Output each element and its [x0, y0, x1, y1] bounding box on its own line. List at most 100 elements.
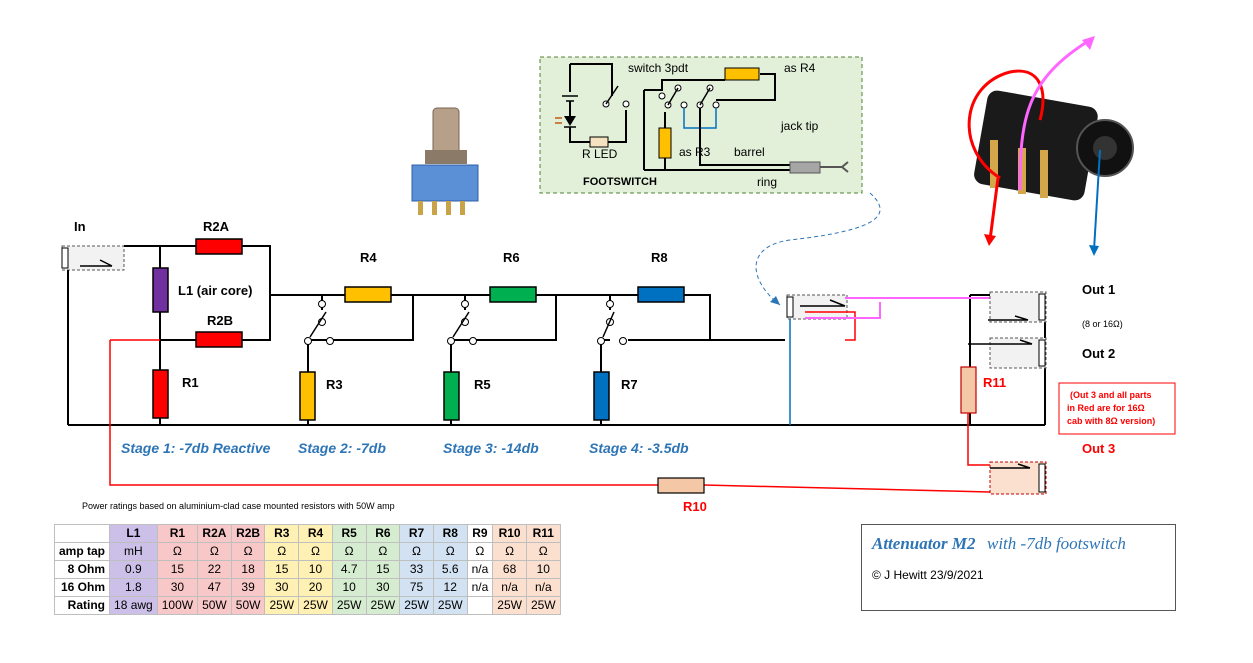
- table-cell: [53, 524, 111, 543]
- power-rating-note: Power ratings based on aluminium-clad ca…: [82, 501, 395, 511]
- table-cell: 25W: [264, 596, 300, 615]
- table-cell: 0.9: [109, 560, 158, 579]
- table-cell: 5.6: [432, 560, 468, 579]
- table-cell: Ω: [197, 542, 232, 561]
- stage-2-label: Stage 2: -7db: [298, 440, 386, 456]
- out-1-note: (8 or 16Ω): [1082, 319, 1123, 329]
- out-1-label: Out 1: [1082, 282, 1115, 297]
- table-cell: R8: [432, 524, 468, 543]
- table-cell: R2A: [197, 524, 232, 543]
- table-cell: 50W: [230, 596, 266, 615]
- table-cell: 47: [197, 578, 232, 597]
- table-cell: n/a: [525, 578, 561, 597]
- table-cell: R11: [525, 524, 561, 543]
- table-cell: Ω: [331, 542, 367, 561]
- switch-3pdt-label: switch 3pdt: [628, 61, 689, 75]
- table-cell: 1.8: [109, 578, 158, 597]
- table-cell: n/a: [492, 578, 527, 597]
- label-r11: R11: [983, 375, 1006, 390]
- title-main: Attenuator M2: [872, 534, 976, 553]
- table-cell: Ω: [156, 542, 199, 561]
- table-cell: amp tap: [53, 542, 111, 561]
- table-cell: R7: [399, 524, 434, 543]
- copyright-text: © J Hewitt 23/9/2021: [872, 568, 984, 582]
- label-r4: R4: [360, 250, 377, 265]
- label-r5: R5: [474, 377, 491, 392]
- table-cell: 15: [264, 560, 300, 579]
- component-values-table: L1 R1 R2A R2B R3 R4 R5 R6 R7 R8 R9 R10 R…: [53, 524, 561, 615]
- table-cell: R10: [492, 524, 527, 543]
- table-cell: 10: [525, 560, 561, 579]
- label-r10: R10: [683, 499, 707, 514]
- label-r3: R3: [326, 377, 343, 392]
- r-led-label: R LED: [582, 147, 618, 161]
- table-cell: 12: [432, 578, 468, 597]
- table-cell: R6: [365, 524, 401, 543]
- table-cell: 15: [156, 560, 199, 579]
- table-cell: 20: [298, 578, 333, 597]
- table-cell: 22: [197, 560, 232, 579]
- stage-3-label: Stage 3: -14db: [443, 440, 539, 456]
- table-cell: L1: [109, 524, 158, 543]
- table-cell: R4: [298, 524, 333, 543]
- table-row: 8 Ohm 0.9 15 22 18 15 10 4.7 15 33 5.6 n…: [53, 560, 561, 579]
- table-row: amp tap mH Ω Ω Ω Ω Ω Ω Ω Ω Ω Ω Ω Ω: [53, 542, 561, 561]
- label-r2a: R2A: [203, 219, 230, 234]
- table-cell: 25W: [525, 596, 561, 615]
- red-note-line-2: in Red are for 16Ω: [1067, 403, 1145, 413]
- table-cell: R9: [466, 524, 494, 543]
- as-r4-label: as R4: [784, 61, 816, 75]
- title-box: Attenuator M2 with -7db footswitch © J H…: [861, 524, 1176, 611]
- label-r7: R7: [621, 377, 638, 392]
- table-row: 16 Ohm 1.8 30 47 39 30 20 10 30 75 12 n/…: [53, 578, 561, 597]
- barrel-label: barrel: [734, 145, 765, 159]
- table-cell: 39: [230, 578, 266, 597]
- table-cell: 10: [298, 560, 333, 579]
- table-cell: mH: [109, 542, 158, 561]
- table-cell: 18: [230, 560, 266, 579]
- table-cell: Rating: [53, 596, 111, 615]
- jack-socket-photo: [967, 36, 1134, 256]
- ring-label: ring: [757, 175, 777, 189]
- table-cell: 25W: [432, 596, 468, 615]
- input-label: In: [74, 219, 86, 234]
- table-cell: n/a: [466, 578, 494, 597]
- stage-1-label: Stage 1: -7db Reactive: [121, 440, 271, 456]
- table-cell: 30: [264, 578, 300, 597]
- label-r2b: R2B: [207, 313, 233, 328]
- table-cell: 50W: [197, 596, 232, 615]
- footswitch-photo: [411, 107, 479, 215]
- table-cell: Ω: [492, 542, 527, 561]
- table-cell: 16 Ohm: [53, 578, 111, 597]
- table-cell: Ω: [230, 542, 266, 561]
- label-r6: R6: [503, 250, 520, 265]
- table-cell: Ω: [298, 542, 333, 561]
- out-2-label: Out 2: [1082, 346, 1115, 361]
- table-cell: 25W: [331, 596, 367, 615]
- table-cell: 30: [365, 578, 401, 597]
- table-cell: 25W: [365, 596, 401, 615]
- table-cell: 4.7: [331, 560, 367, 579]
- label-l1: L1 (air core): [178, 283, 252, 298]
- table-cell: 68: [492, 560, 527, 579]
- table-cell: 15: [365, 560, 401, 579]
- table-header-row: L1 R1 R2A R2B R3 R4 R5 R6 R7 R8 R9 R10 R…: [53, 524, 561, 543]
- stage-4-label: Stage 4: -3.5db: [589, 440, 689, 456]
- label-r8: R8: [651, 250, 668, 265]
- table-cell: Ω: [399, 542, 434, 561]
- title-subtitle: with -7db footswitch: [987, 534, 1126, 553]
- table-cell: 25W: [492, 596, 527, 615]
- as-r3-label: as R3: [679, 145, 711, 159]
- table-cell: 100W: [156, 596, 199, 615]
- out-3-label: Out 3: [1082, 441, 1115, 456]
- table-cell: Ω: [466, 542, 494, 561]
- table-row: Rating 18 awg 100W 50W 50W 25W 25W 25W 2…: [53, 596, 561, 615]
- table-cell: n/a: [466, 560, 494, 579]
- table-cell: 30: [156, 578, 199, 597]
- table-cell: [466, 596, 494, 615]
- footswitch-title: FOOTSWITCH: [583, 176, 657, 188]
- table-cell: Ω: [365, 542, 401, 561]
- table-cell: 25W: [298, 596, 333, 615]
- jack-tip-label: jack tip: [780, 119, 819, 133]
